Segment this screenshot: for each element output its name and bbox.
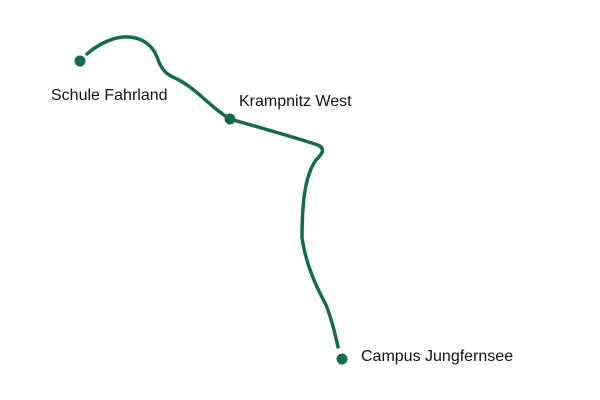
route-line bbox=[85, 35, 340, 349]
stop-label-schule-fahrland: Schule Fahrland bbox=[51, 87, 168, 104]
stop-label-campus-jungfernsee: Campus Jungfernsee bbox=[361, 348, 514, 365]
stop-marker-krampnitz-west bbox=[224, 113, 236, 125]
stop-marker-schule-fahrland bbox=[74, 55, 86, 67]
stop-label-krampnitz-west: Krampnitz West bbox=[239, 93, 352, 110]
stop-marker-campus-jungfernsee bbox=[336, 353, 348, 365]
